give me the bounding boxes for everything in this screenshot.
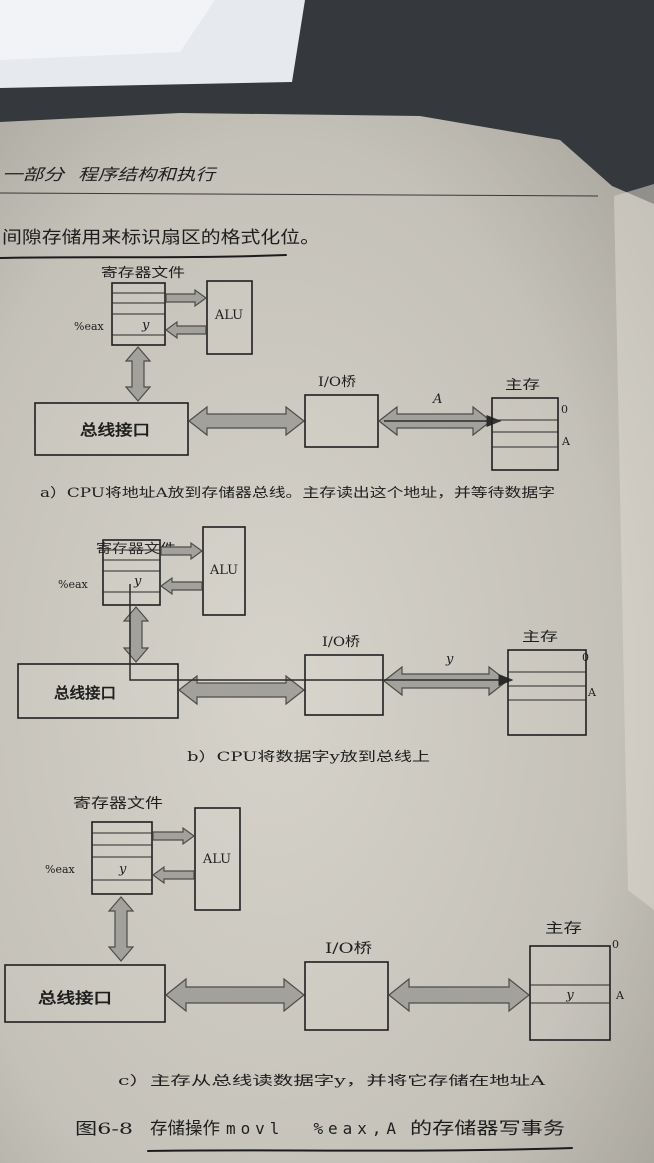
- alu-box: [194, 807, 241, 911]
- next-page-edge: [614, 184, 654, 910]
- arrow-alu-to-reg: [164, 320, 207, 340]
- memory-address-0: 0: [582, 651, 589, 664]
- main-memory: [529, 945, 611, 1041]
- arrow-alu-to-reg: [159, 576, 203, 596]
- register-file: [102, 539, 161, 606]
- io-bridge-label: I/O桥: [322, 635, 360, 650]
- alu-label: ALU: [209, 563, 238, 578]
- eax-label: %eax: [74, 320, 105, 333]
- io-bridge-label: I/O桥: [318, 375, 356, 390]
- io-bridge-box: [304, 961, 389, 1031]
- bus-interface-label: 总线接口: [38, 989, 112, 1007]
- memory-bus-arrow: [388, 977, 530, 1013]
- arrow-reg-to-alu: [160, 541, 204, 561]
- eax-label: %eax: [45, 863, 76, 876]
- main-memory-box: [491, 397, 559, 471]
- memory-address-a: A: [561, 435, 571, 448]
- bus-interface-label: 总线接口: [54, 684, 116, 702]
- pen-underline-body: [0, 254, 287, 259]
- eax-value: y: [133, 574, 142, 589]
- memory-address-a: A: [615, 989, 625, 1002]
- alu-box: [202, 526, 246, 616]
- alu-box: [206, 280, 253, 355]
- arrow-alu-to-reg: [151, 865, 195, 885]
- memory-address-0: 0: [561, 403, 568, 416]
- register-file-box: [102, 539, 161, 606]
- header-rule: [0, 192, 599, 197]
- header-part-label: 一部分: [2, 165, 67, 184]
- register-file: [111, 282, 166, 346]
- memory-label: 主存: [545, 921, 582, 937]
- alu-label: ALU: [214, 308, 243, 323]
- diagram-b: 寄存器文件 %eax y ALU 总线接口 I/O桥 y 主存 0: [17, 526, 597, 765]
- main-memory-box: [507, 649, 587, 736]
- bus-interface-box: [4, 964, 166, 1023]
- figure-number: 图6-8: [75, 1119, 133, 1138]
- bus-interface-box: [17, 663, 179, 719]
- bus-interface-box: [34, 402, 189, 456]
- arrow-reg-bus-vertical: [124, 346, 152, 402]
- system-bus-arrow: [188, 405, 305, 437]
- data-signal-line: [129, 584, 514, 686]
- figure-title-suffix: 的存储器写事务: [410, 1119, 565, 1139]
- eax-value: y: [118, 862, 127, 877]
- bus-value: A: [432, 392, 442, 407]
- memory-cell-value: y: [565, 988, 574, 1003]
- main-memory: [491, 397, 559, 471]
- arrow-reg-bus-vertical: [107, 896, 135, 962]
- book-page: [0, 113, 654, 1163]
- io-bridge-box: [304, 654, 384, 716]
- register-file-box: [91, 821, 153, 895]
- regfile-label: 寄存器文件: [73, 795, 163, 812]
- io-bridge-box: [304, 394, 379, 448]
- figure-title-prefix: 存储操作: [150, 1119, 220, 1139]
- memory-label: 主存: [522, 630, 558, 645]
- eax-value: y: [141, 318, 150, 333]
- caption-c: c）主存从总线读数据字y，并将它存储在地址A: [118, 1073, 546, 1089]
- arrow-reg-to-alu: [152, 826, 196, 846]
- header-part-title: 程序结构和执行: [78, 165, 217, 184]
- main-memory: [507, 649, 587, 736]
- io-bridge-label: I/O桥: [325, 941, 372, 957]
- caption-b: b）CPU将数据字y放到总线上: [187, 750, 430, 765]
- pen-underline-caption: [147, 1147, 573, 1152]
- bus-interface-label: 总线接口: [80, 421, 150, 439]
- memory-address-0: 0: [612, 938, 619, 951]
- diagram-a: 寄存器文件 %eax y ALU 总线接口 I/O桥 A 主存 0: [34, 265, 571, 501]
- alu-label: ALU: [202, 852, 231, 867]
- regfile-label: 寄存器文件: [96, 541, 176, 557]
- bus-value: y: [445, 652, 454, 667]
- main-memory-box: [529, 945, 611, 1041]
- memory-label: 主存: [505, 378, 540, 393]
- caption-a: a）CPU将地址A放到存储器总线。主存读出这个地址，并等待数据字: [40, 485, 555, 501]
- paper-sheet-top-left-inner: [0, 0, 215, 60]
- system-bus-arrow: [165, 977, 305, 1013]
- memory-address-a: A: [587, 686, 597, 699]
- diagram-c: 寄存器文件 %eax y ALU 总线接口 I/O桥 主存 y 0 A: [4, 795, 625, 1089]
- body-text-line: 间隙存储用来标识扇区的格式化位。: [2, 228, 320, 248]
- arrow-reg-to-alu: [165, 288, 208, 308]
- register-file: [91, 821, 153, 895]
- eax-label: %eax: [58, 578, 89, 591]
- regfile-label: 寄存器文件: [101, 265, 185, 281]
